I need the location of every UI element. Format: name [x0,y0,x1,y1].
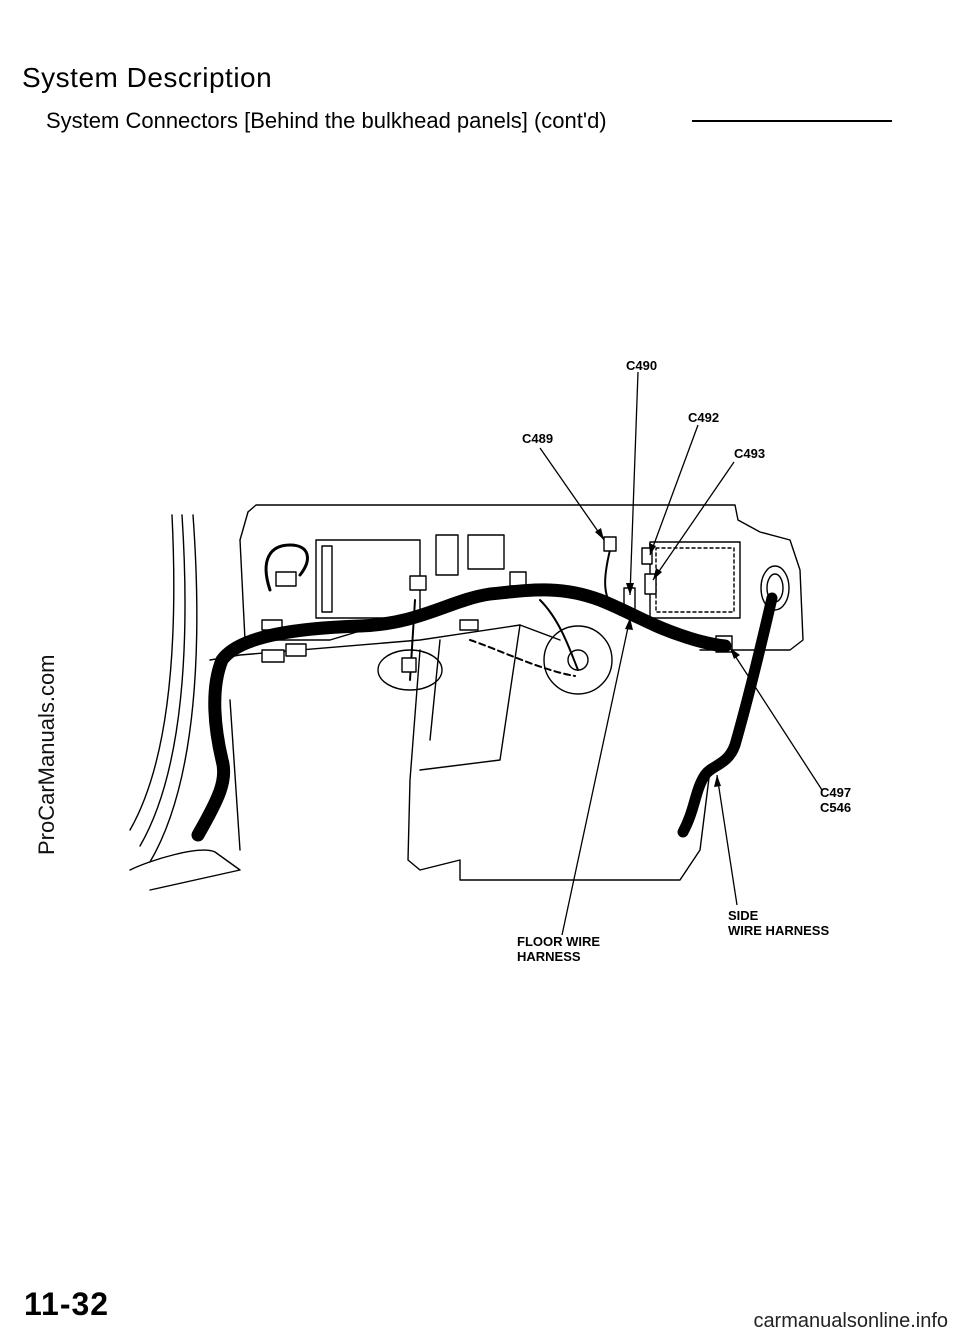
leader-line [649,424,699,556]
page-title: System Description [22,62,273,93]
arrow-head [626,583,634,595]
branch-wire [469,639,576,677]
bulkhead-panel-outline [247,504,804,651]
arrow-head [714,775,721,787]
floor-panel [429,639,441,741]
grommet [760,565,790,611]
connector [285,643,307,657]
trunk-edge-line [149,514,198,863]
connector [401,657,417,673]
floor-panel [419,624,521,771]
callout-c497: C497 [820,785,851,800]
section-subtitle: System Connectors [Behind the bulkhead p… [46,108,607,133]
callout-c489: C489 [522,431,553,446]
connector [261,649,285,663]
callout-side-harness-line2: WIRE HARNESS [728,923,829,938]
floor-panel [229,699,241,851]
page-number: 11-32 [24,1286,110,1322]
connector [509,571,527,587]
leader-line [539,447,605,541]
leader-line [729,647,823,791]
floor-wire-harness [191,583,732,842]
floor-panel [407,649,711,881]
module-bracket [435,534,459,576]
connector [641,547,653,565]
connector [459,619,479,631]
bulkhead-panel-edge [239,511,249,541]
branch-wire [264,543,309,592]
side-wire-harness [677,592,778,838]
control-unit [649,541,741,619]
arrow-head [653,568,662,580]
trunk-edge-line [129,849,241,891]
leader-line [629,371,639,596]
tire-well [543,625,613,695]
relay-box-inner [321,545,333,613]
subtitle-rule [692,120,892,122]
arrow-head [625,618,633,630]
connector [409,575,427,591]
connector [275,571,297,587]
callout-c493: C493 [734,446,765,461]
connector [644,573,657,595]
trunk-edge-line [139,514,186,847]
leader-line [652,461,735,581]
callout-side-harness-line1: SIDE [728,908,759,923]
callout-c490: C490 [626,358,657,373]
leader-line [561,617,631,936]
footer-watermark: carmanualsonline.info [753,1310,948,1332]
arrow-head [649,543,656,555]
callout-floor-harness-line2: HARNESS [517,949,581,964]
callout-c492: C492 [688,410,719,425]
callout-floor-harness-line1: FLOOR WIRE [517,934,600,949]
connector [603,536,617,552]
floor-recess [377,649,443,691]
callout-c546: C546 [820,800,851,815]
leader-line [716,774,738,906]
arrow-head [595,528,604,540]
arrow-head [730,648,740,659]
module-small [467,534,505,570]
branch-wire [539,599,579,671]
trunk-edge-line [129,514,175,831]
